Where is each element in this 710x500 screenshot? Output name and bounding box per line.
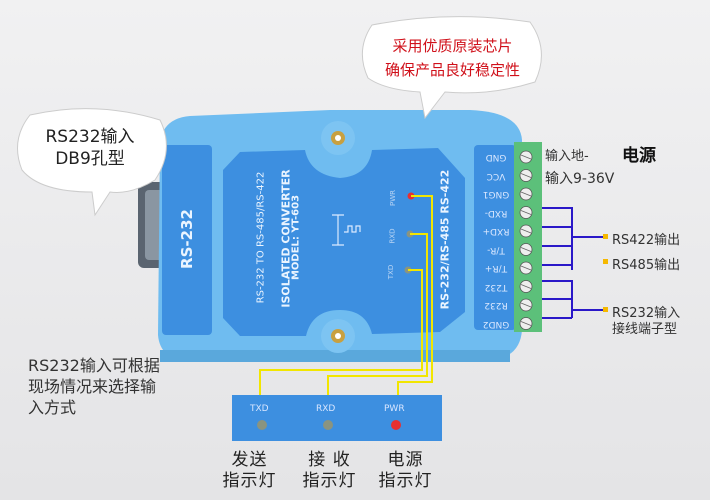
- terminal-label: GNG1: [482, 189, 510, 199]
- terminal-label: T/R-: [487, 244, 505, 255]
- main-panel: [223, 148, 465, 336]
- brand-logo: [332, 214, 361, 246]
- caption-line: 指示灯: [302, 471, 357, 491]
- terminal-wires: [542, 207, 605, 319]
- right-bubble-text: 采用优质原装芯片 确保产品良好稳定性: [365, 34, 540, 82]
- rs485-output-label: RS485输出: [612, 258, 681, 273]
- rs422-output-label: RS422输出: [612, 233, 681, 248]
- rs232-terminal-type: 接线端子型: [612, 322, 678, 337]
- txd-indicator-caption: 发送 指示灯: [212, 450, 287, 492]
- terminal-label-panel: [474, 145, 516, 330]
- rs232-terminal-label: RS232输入: [612, 306, 681, 321]
- device-interface-label: RS-232/RS-485 RS-422: [438, 169, 452, 310]
- led-label-rxd: RXD: [388, 228, 397, 244]
- bubble-line: DB9孔型: [55, 149, 125, 169]
- caption-line: 接 收: [308, 450, 351, 470]
- terminal-label: T/R+: [484, 263, 508, 273]
- terminal-label: T232: [484, 281, 508, 292]
- terminal-label: VCC: [486, 170, 506, 181]
- caption-line: 指示灯: [222, 471, 277, 491]
- led-label-txd: TXD: [387, 264, 396, 280]
- pwr-indicator-caption: 电源 指示灯: [368, 450, 443, 492]
- rs232-side-panel: [162, 145, 212, 335]
- rxd-indicator-caption: 接 收 指示灯: [292, 450, 367, 492]
- voltage-input-label: 输入9-36V: [545, 171, 615, 187]
- terminal-label: GND2: [482, 318, 510, 329]
- bubble-line: RS232输入: [45, 127, 135, 147]
- note-line: 现场情况来选择输: [28, 377, 157, 396]
- side-label: RS-232: [178, 209, 196, 269]
- terminal-label: RXD-: [484, 207, 508, 218]
- device-model: MODEL: YT-603: [290, 194, 302, 281]
- led-label-pwr: PWR: [389, 189, 398, 207]
- gnd-input-label: 输入地-: [545, 149, 589, 164]
- panel-label-rxd: RXD: [316, 404, 336, 414]
- input-method-note: RS232输入可根据 现场情况来选择输 入方式: [28, 355, 160, 418]
- power-title: 电源: [622, 146, 656, 166]
- bubble-line: 确保产品良好稳定性: [384, 61, 520, 79]
- terminal-label: RXD+: [482, 226, 510, 236]
- caption-line: 电源: [387, 450, 424, 470]
- bubble-line: 采用优质原装芯片: [392, 37, 513, 55]
- caption-line: 发送: [231, 450, 268, 470]
- terminal-label: GND: [485, 152, 507, 162]
- caption-line: 指示灯: [378, 471, 433, 491]
- indicator-wires: [259, 195, 433, 400]
- note-line: RS232输入可根据: [28, 356, 160, 375]
- panel-label-txd: TXD: [250, 404, 269, 414]
- note-line: 入方式: [28, 398, 77, 417]
- terminal-label: R232: [484, 300, 508, 310]
- device-subtitle: RS-232 TO RS-485/RS-422: [255, 171, 267, 304]
- left-bubble-text: RS232输入 DB9孔型: [25, 126, 155, 170]
- right-speech-bubble: [361, 16, 542, 120]
- indicator-panel: [232, 395, 442, 441]
- panel-label-pwr: PWR: [384, 404, 405, 414]
- left-speech-bubble: [17, 108, 167, 217]
